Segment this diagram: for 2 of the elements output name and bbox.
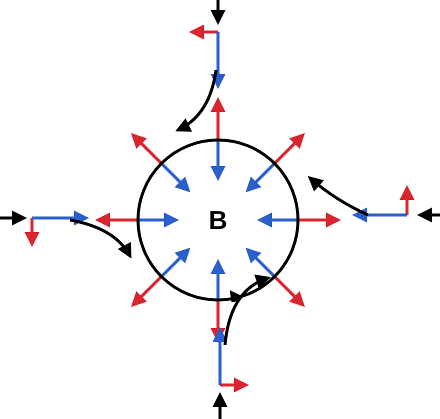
- node-label: B: [208, 207, 228, 233]
- circle-node: [136, 138, 300, 302]
